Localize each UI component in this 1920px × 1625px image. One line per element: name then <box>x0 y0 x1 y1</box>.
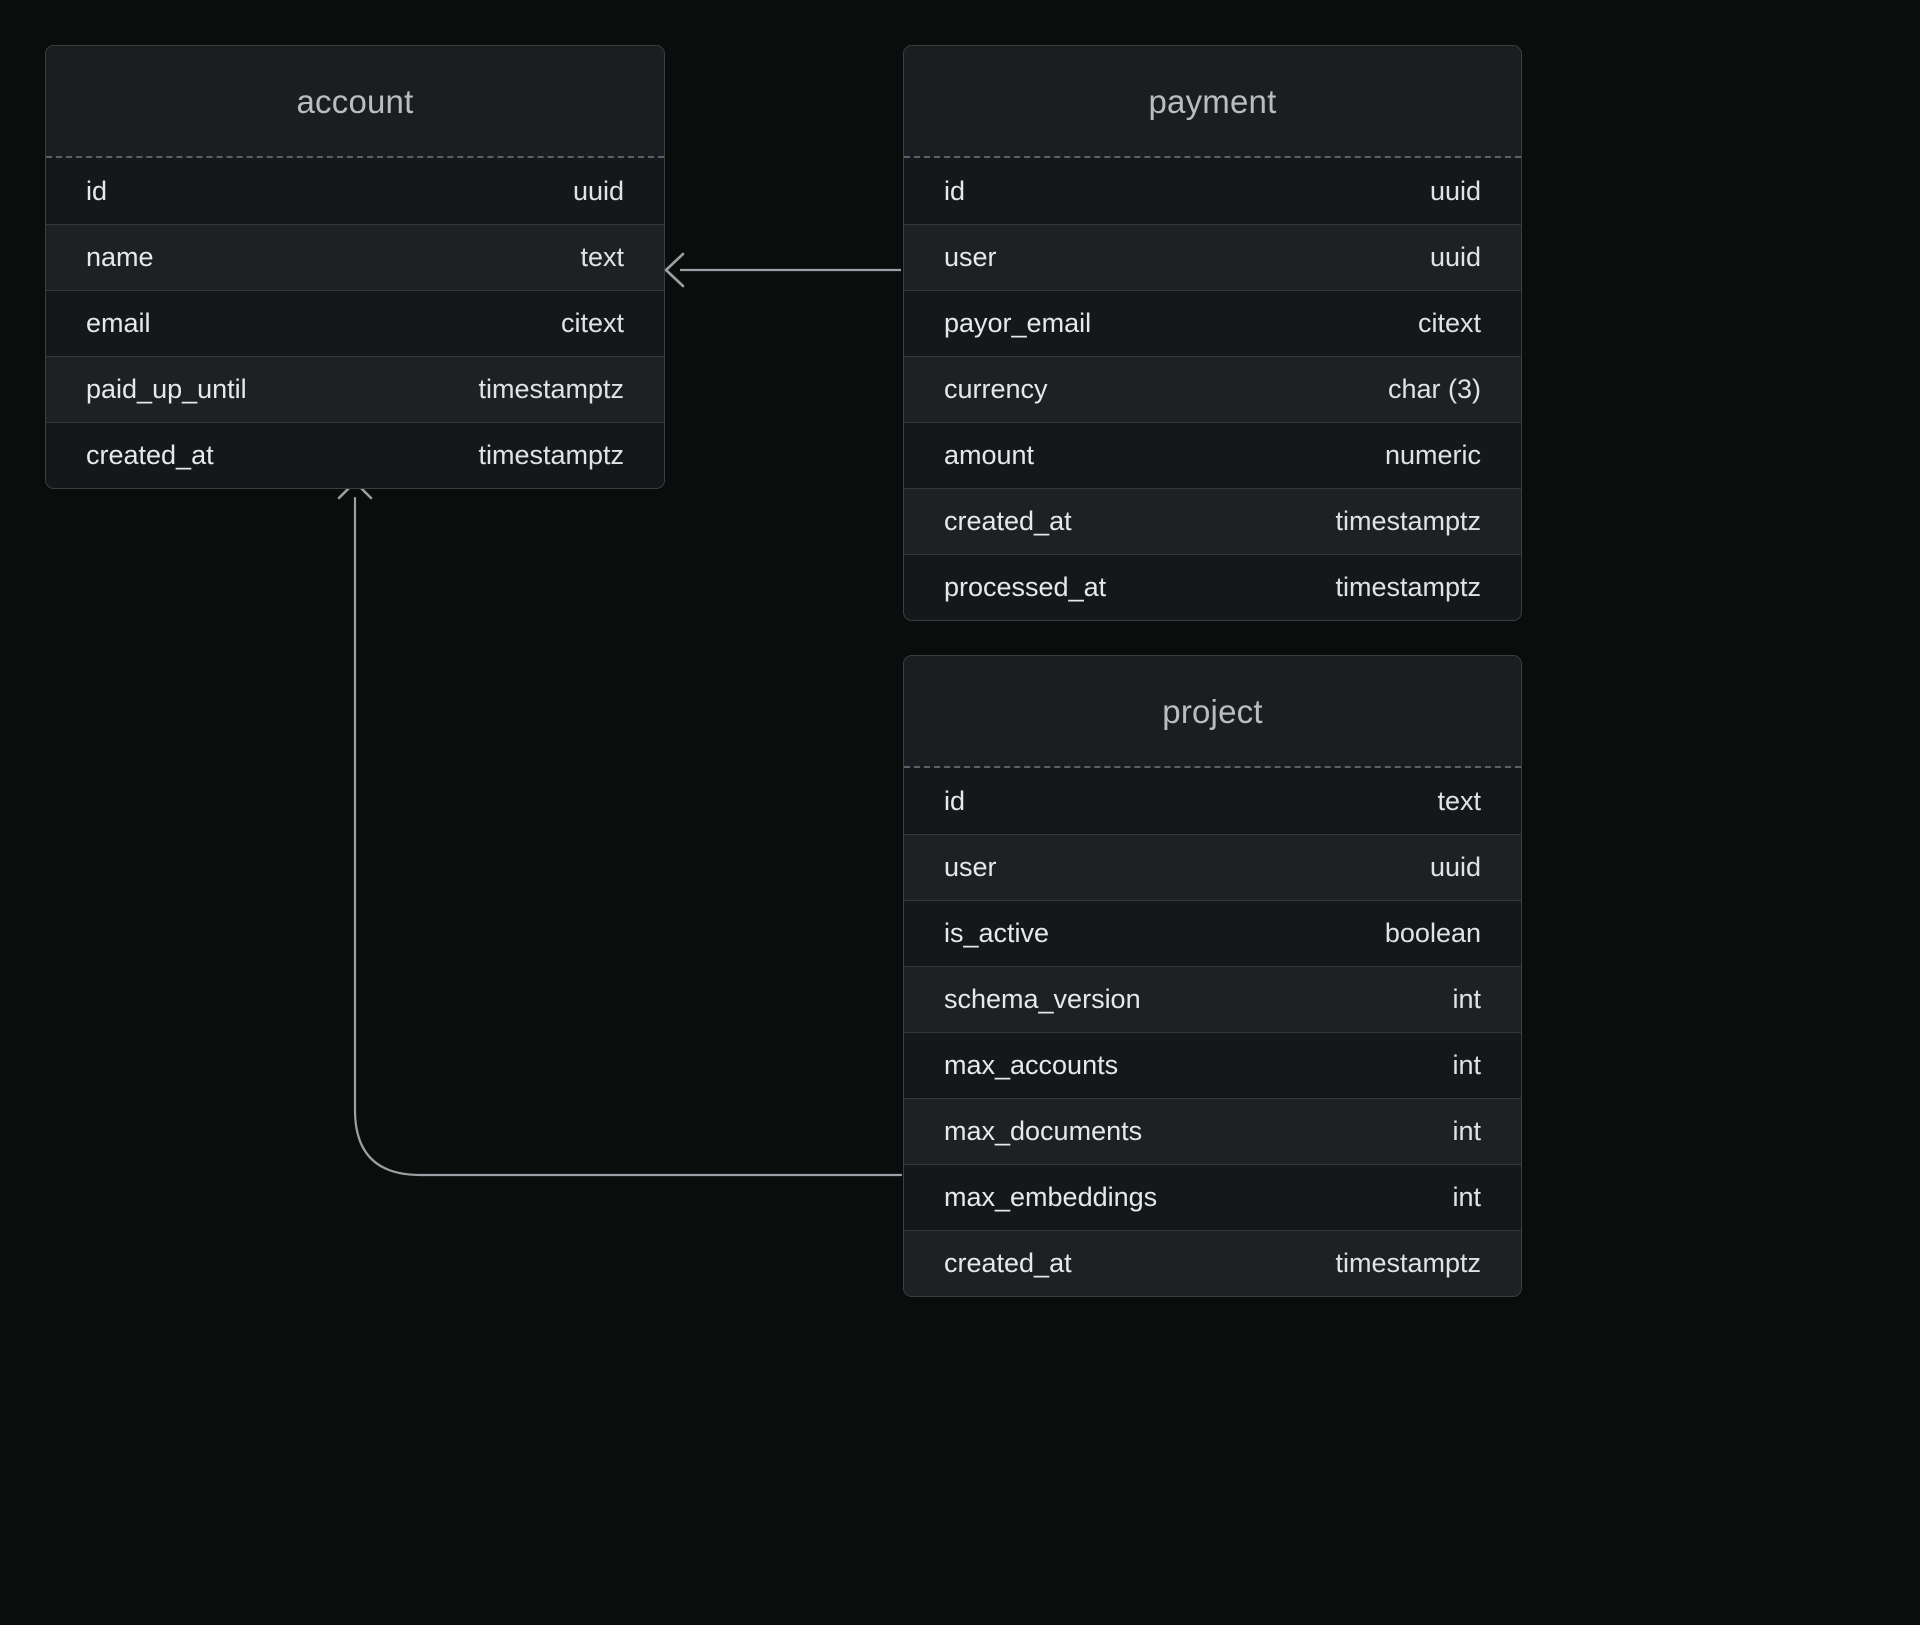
table-row[interactable]: created_at timestamptz <box>904 1230 1521 1296</box>
field-name: email <box>86 308 151 338</box>
table-row[interactable]: email citext <box>46 290 664 356</box>
field-name: name <box>86 242 154 272</box>
field-name: is_active <box>944 918 1050 948</box>
field-name: id <box>86 175 108 206</box>
field-name: max_embeddings <box>944 1182 1158 1212</box>
field-type: text <box>1437 785 1481 816</box>
table-row[interactable]: name text <box>46 224 664 290</box>
edge-project-to-account-line <box>353 496 903 1177</box>
table-row[interactable]: amount numeric <box>904 422 1521 488</box>
table-row[interactable]: id text <box>904 768 1521 834</box>
field-name: user <box>944 852 997 882</box>
field-type: citext <box>1417 308 1481 338</box>
field-type: uuid <box>1429 242 1481 272</box>
field-name: id <box>944 785 966 816</box>
table-card-project[interactable]: project id text user uuid is_active bool… <box>903 655 1522 1297</box>
field-type: char (3) <box>1387 374 1481 404</box>
table-row[interactable]: created_at timestamptz <box>46 422 664 488</box>
field-type: timestamptz <box>478 440 624 470</box>
table-row[interactable]: max_accounts int <box>904 1032 1521 1098</box>
table-title-account: account <box>46 46 664 158</box>
field-name: amount <box>944 440 1035 470</box>
table-rows-project: id text user uuid is_active boolean sche… <box>904 768 1521 1296</box>
edge-payment-to-account-arrowhead <box>664 252 685 288</box>
field-name: created_at <box>944 1248 1072 1278</box>
table-rows-account: id uuid name text email citext paid_up_u… <box>46 158 664 488</box>
field-type: int <box>1452 1050 1481 1080</box>
field-name: max_documents <box>944 1116 1143 1146</box>
field-name: created_at <box>86 440 214 470</box>
field-name: id <box>944 175 966 206</box>
field-name: payor_email <box>944 308 1092 338</box>
field-type: int <box>1452 984 1481 1014</box>
field-name: user <box>944 242 997 272</box>
table-rows-payment: id uuid user uuid payor_email citext cur… <box>904 158 1521 620</box>
field-type: timestamptz <box>1335 506 1481 536</box>
edge-payment-to-account <box>664 252 901 288</box>
field-type: boolean <box>1384 918 1481 948</box>
table-card-payment[interactable]: payment id uuid user uuid payor_email ci… <box>903 45 1522 621</box>
field-type: uuid <box>1429 852 1481 882</box>
edge-project-to-account <box>337 480 903 1177</box>
field-type: timestamptz <box>1335 1248 1481 1278</box>
field-type: numeric <box>1384 440 1481 470</box>
table-title-payment: payment <box>904 46 1521 158</box>
table-row[interactable]: processed_at timestamptz <box>904 554 1521 620</box>
field-name: processed_at <box>944 572 1107 602</box>
table-row[interactable]: id uuid <box>46 158 664 224</box>
field-name: max_accounts <box>944 1050 1119 1080</box>
table-row[interactable]: created_at timestamptz <box>904 488 1521 554</box>
field-type: int <box>1452 1116 1481 1146</box>
field-type: text <box>580 242 624 272</box>
table-row[interactable]: max_embeddings int <box>904 1164 1521 1230</box>
field-type: uuid <box>572 175 624 206</box>
table-row[interactable]: payor_email citext <box>904 290 1521 356</box>
field-name: created_at <box>944 506 1072 536</box>
table-row[interactable]: user uuid <box>904 224 1521 290</box>
field-name: paid_up_until <box>86 374 247 404</box>
table-row[interactable]: schema_version int <box>904 966 1521 1032</box>
field-name: schema_version <box>944 984 1141 1014</box>
table-card-account[interactable]: account id uuid name text email citext p… <box>45 45 665 489</box>
field-type: timestamptz <box>1335 572 1481 602</box>
field-type: int <box>1452 1182 1481 1212</box>
field-type: timestamptz <box>478 374 624 404</box>
table-row[interactable]: currency char (3) <box>904 356 1521 422</box>
table-row[interactable]: max_documents int <box>904 1098 1521 1164</box>
field-type: citext <box>560 308 624 338</box>
table-row[interactable]: is_active boolean <box>904 900 1521 966</box>
table-row[interactable]: paid_up_until timestamptz <box>46 356 664 422</box>
table-row[interactable]: user uuid <box>904 834 1521 900</box>
field-type: uuid <box>1429 175 1481 206</box>
field-name: currency <box>944 374 1048 404</box>
table-title-project: project <box>904 656 1521 768</box>
table-row[interactable]: id uuid <box>904 158 1521 224</box>
